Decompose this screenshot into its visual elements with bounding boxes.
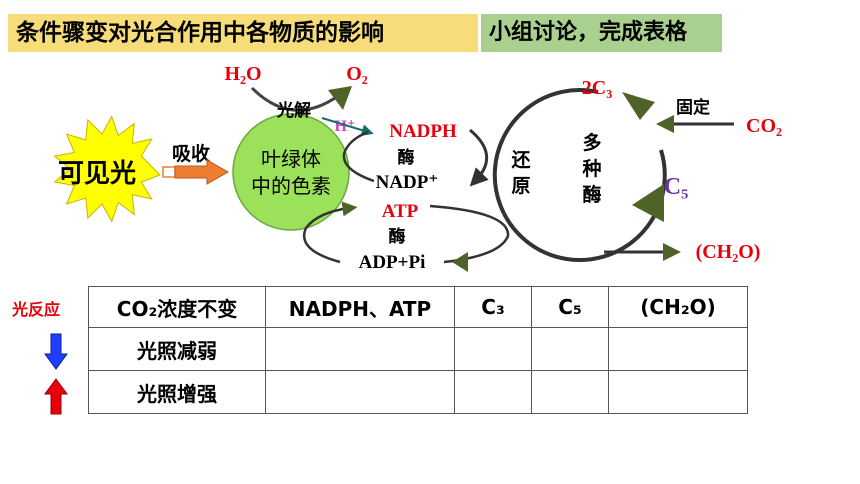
atp-regeneration-arc bbox=[303, 201, 358, 264]
adp-return-arrowhead bbox=[452, 252, 468, 272]
cell-light-strengthen-c5[interactable] bbox=[531, 370, 609, 414]
reduction-label-1: 还 bbox=[510, 149, 531, 171]
multi-enzyme-label-3: 酶 bbox=[582, 183, 601, 206]
results-table: CO₂浓度不变 NADPH、ATP C₃ C₅ (CH₂O) 光照减弱 光照增强 bbox=[88, 286, 748, 414]
atp-label: ATP bbox=[382, 201, 419, 222]
absorb-label: 吸收 bbox=[172, 142, 210, 165]
photolysis-arrowhead bbox=[328, 86, 352, 110]
row-label-light-weaken: 光照减弱 bbox=[88, 327, 266, 371]
adp-pi-label: ADP+Pi bbox=[359, 252, 426, 273]
cell-light-weaken-c5[interactable] bbox=[531, 327, 609, 371]
enzyme-label-1: 酶 bbox=[398, 147, 415, 168]
nadph-to-reduction-arrow bbox=[469, 128, 489, 187]
c3-label: 2C₃ bbox=[582, 77, 612, 99]
pigment-label-line1: 叶绿体 bbox=[261, 147, 321, 171]
photolysis-arc bbox=[250, 86, 339, 112]
cell-light-strengthen-nadph-atp[interactable] bbox=[265, 370, 455, 414]
pigment-label-line2: 中的色素 bbox=[251, 174, 331, 198]
c5-label: C₅ bbox=[664, 174, 689, 200]
sun-icon bbox=[53, 115, 161, 223]
absorb-arrow bbox=[174, 159, 230, 185]
table-row: 光照减弱 bbox=[88, 327, 748, 371]
table-row: 光照增强 bbox=[88, 370, 748, 414]
h-plus-arrow bbox=[321, 117, 374, 136]
pigment-circle bbox=[232, 113, 350, 231]
absorb-arrow-tail bbox=[162, 166, 176, 178]
header-c3: C₃ bbox=[454, 286, 532, 328]
reduction-label-2: 原 bbox=[511, 175, 530, 197]
water-label: H₂O bbox=[224, 63, 261, 85]
row-label-light-strengthen: 光照增强 bbox=[88, 370, 266, 414]
arrow-down-icon bbox=[44, 333, 68, 370]
oxygen-label: O₂ bbox=[346, 63, 368, 85]
atp-to-cycle-arc bbox=[429, 204, 510, 264]
nadph-label: NADPH bbox=[389, 121, 457, 142]
carbohydrate-label: (CH₂O) bbox=[696, 241, 761, 263]
photolysis-label: 光解 bbox=[276, 100, 311, 121]
cycle-arrowhead-top bbox=[622, 92, 655, 120]
cell-light-weaken-ch2o[interactable] bbox=[608, 327, 748, 371]
cell-light-weaken-nadph-atp[interactable] bbox=[265, 327, 455, 371]
cell-light-weaken-c3[interactable] bbox=[454, 327, 532, 371]
page-title: 条件骤变对光合作用中各物质的影响 bbox=[8, 14, 478, 52]
cell-light-strengthen-ch2o[interactable] bbox=[608, 370, 748, 414]
calvin-cycle-ring bbox=[492, 88, 667, 262]
table-header-row: CO₂浓度不变 NADPH、ATP C₃ C₅ (CH₂O) bbox=[88, 286, 748, 328]
cycle-arrowhead-right bbox=[632, 184, 664, 222]
multi-enzyme-label-1: 多 bbox=[582, 131, 601, 154]
nadp-plus-label: NADP⁺ bbox=[376, 172, 439, 193]
enzyme-label-2: 酶 bbox=[389, 226, 406, 247]
co2-label: CO₂ bbox=[746, 115, 782, 137]
h-plus-label: H⁺ bbox=[335, 118, 356, 135]
header-c5: C₅ bbox=[531, 286, 609, 328]
light-reaction-label: 光反应 bbox=[12, 300, 61, 319]
nadp-return-arc bbox=[342, 130, 375, 183]
sun-label: 可见光 bbox=[58, 159, 136, 189]
header-ch2o: (CH₂O) bbox=[608, 286, 748, 328]
header-nadph-atp: NADPH、ATP bbox=[265, 286, 455, 328]
arrow-up-icon bbox=[44, 378, 68, 415]
fixation-label: 固定 bbox=[676, 97, 710, 118]
header-co2-constant: CO₂浓度不变 bbox=[88, 286, 266, 328]
page-subtitle: 小组讨论，完成表格 bbox=[481, 14, 722, 52]
multi-enzyme-label-2: 种 bbox=[581, 158, 601, 180]
cell-light-strengthen-c3[interactable] bbox=[454, 370, 532, 414]
